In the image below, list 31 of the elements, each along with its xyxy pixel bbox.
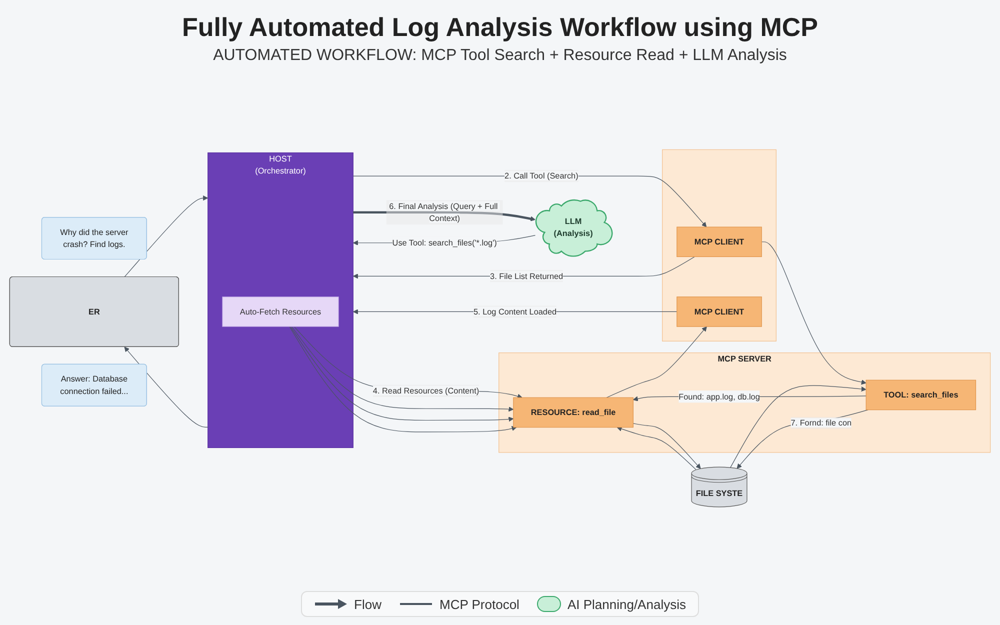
node-box: TOOL: search_files [866, 380, 976, 410]
arrow [352, 175, 707, 227]
legend-label: AI Planning/Analysis [567, 596, 686, 612]
node-text: FILE SYSTE [696, 488, 743, 498]
arrow [632, 422, 701, 469]
subtitle: AUTOMATED WORKFLOW: MCP Tool Search + Resource Read + LLM Analysis [213, 47, 787, 65]
arrow [736, 409, 868, 468]
legend-label: MCP Protocol [439, 596, 520, 612]
edge-label: 6. Final Analysis (Query + Full Context) [389, 201, 498, 223]
arrow [730, 384, 866, 468]
edge-label: Found: app.log, db.log [678, 391, 760, 401]
arrow [616, 426, 696, 470]
cluster [662, 149, 776, 342]
arrow [606, 326, 707, 398]
arrow [353, 210, 536, 221]
node-box: MCP CLIENT [676, 226, 762, 257]
arrow [294, 326, 522, 398]
edge-label: 3. File List Returned [490, 270, 564, 280]
legend-label: Flow [354, 596, 382, 612]
edge-label: 5. Log Content Loaded [474, 306, 557, 316]
node-box: RESOURCE: read_file [513, 397, 634, 428]
edge-label: Use Tool: search_files('*.log') [392, 238, 497, 247]
arrow [761, 241, 866, 384]
node-box: Auto-Fetch Resources [222, 296, 339, 327]
edge-label: 4. Read Resources (Content) [372, 386, 480, 395]
title: Fully Automated Log Analysis Workflow using MCP [182, 12, 818, 43]
edge-label: 2. Call Tool (Search) [504, 170, 578, 180]
node-box: MCP CLIENT [676, 296, 762, 327]
edge-label: 7. Fornd: file con [790, 418, 852, 428]
arrow [124, 195, 208, 277]
arrow [124, 346, 208, 428]
